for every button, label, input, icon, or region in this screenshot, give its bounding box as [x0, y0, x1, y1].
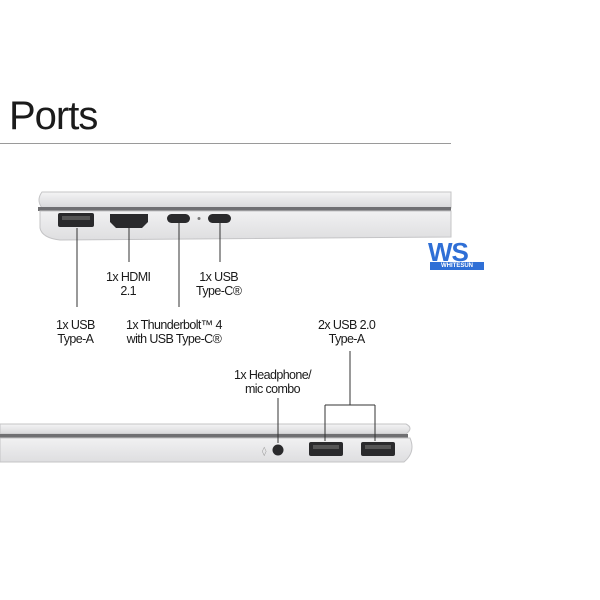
left-callout-lines [76, 223, 221, 307]
label-thunderbolt: 1x Thunderbolt™ 4 with USB Type-C® [126, 318, 222, 346]
label-usb-a-line2: Type-A [57, 332, 94, 346]
label-thunderbolt-line2: with USB Type-C® [126, 332, 222, 346]
label-headphone-line2: mic combo [244, 382, 301, 396]
label-usb-c: 1x USB Type-C® [196, 270, 242, 298]
right-callout-lines [277, 351, 376, 443]
usb-c-port [208, 214, 231, 223]
hinge-gap-right [0, 434, 408, 438]
label-usb-a-line1: 1x USB [56, 318, 95, 332]
label-usb-a: 1x USB Type-A [56, 318, 95, 346]
watermark-mark: WS [428, 237, 469, 267]
headphone-jack [272, 444, 284, 456]
label-usb-c-line1: 1x USB [199, 270, 239, 284]
hdmi-port [110, 214, 148, 228]
svg-text:◊: ◊ [262, 446, 267, 457]
label-usb2: 2x USB 2.0 Type-A [318, 318, 376, 346]
laptop-right-side: ◊ [0, 423, 413, 463]
laptop-left-side [38, 191, 452, 241]
label-hdmi-line1: 1x HDMI [106, 270, 151, 284]
label-hdmi: 1x HDMI 2.1 [106, 270, 151, 298]
watermark-sub: WHITESUN [430, 262, 484, 270]
watermark-logo: WS WHITESUN [428, 238, 486, 272]
label-usb-c-line2: Type-C® [196, 284, 242, 298]
label-headphone: 1x Headphone/ mic combo [234, 368, 312, 396]
label-thunderbolt-line1: 1x Thunderbolt™ 4 [126, 318, 222, 332]
label-usb2-line2: Type-A [328, 332, 366, 346]
label-headphone-line1: 1x Headphone/ [234, 368, 312, 382]
title-divider [0, 143, 451, 144]
thunderbolt-indicator [197, 217, 201, 220]
hinge-gap [38, 207, 451, 211]
page-title: Ports [9, 94, 98, 138]
thunderbolt-port [167, 214, 190, 223]
label-hdmi-line2: 2.1 [120, 284, 136, 298]
label-usb2-line1: 2x USB 2.0 [318, 318, 376, 332]
